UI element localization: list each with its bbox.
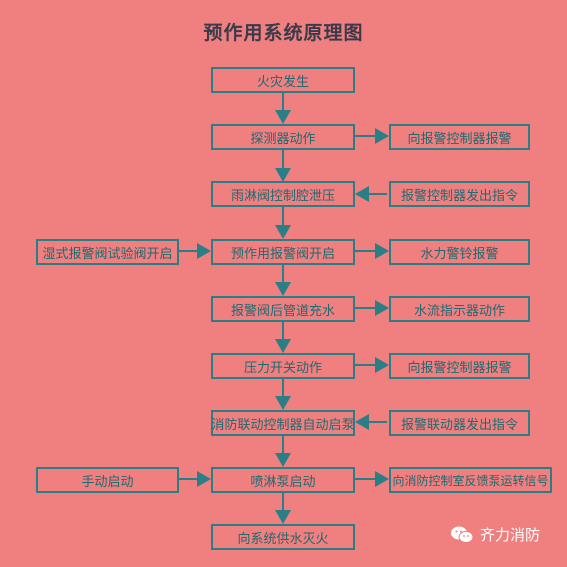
- step-preaction-valve-open: 预作用报警阀开启: [211, 239, 355, 265]
- right-water-bell-alarm: 水力警铃报警: [389, 239, 530, 265]
- right-feedback-signal: 向消防控制室反馈泵运转信号: [389, 467, 552, 493]
- step-fire-occurs: 火灾发生: [211, 67, 355, 93]
- step-supply-water: 向系统供水灭火: [211, 524, 355, 550]
- right-alarm-controller-2: 向报警控制器报警: [389, 353, 530, 379]
- left-manual-start: 手动启动: [36, 467, 179, 493]
- step-auto-start-pump: 消防联动控制器自动启泵: [211, 410, 355, 436]
- step-detector-action: 探测器动作: [211, 124, 355, 150]
- right-controller-command: 报警控制器发出指令: [389, 181, 530, 207]
- step-deluge-valve-pressure-release: 雨淋阀控制腔泄压: [211, 181, 355, 207]
- right-linkage-command: 报警联动器发出指令: [389, 410, 530, 436]
- watermark-text: 齐力消防: [480, 526, 541, 544]
- step-pipe-fill-water: 报警阀后管道充水: [211, 296, 355, 322]
- watermark: 齐力消防: [450, 524, 540, 545]
- right-flow-indicator: 水流指示器动作: [389, 296, 530, 322]
- wechat-icon: [451, 526, 474, 543]
- step-sprinkler-pump-start: 喷淋泵启动: [211, 467, 355, 493]
- left-test-valve-open: 湿式报警阀试验阀开启: [36, 239, 179, 265]
- step-pressure-switch-action: 压力开关动作: [211, 353, 355, 379]
- right-alarm-controller-1: 向报警控制器报警: [389, 124, 530, 150]
- diagram-title: 预作用系统原理图: [203, 22, 364, 44]
